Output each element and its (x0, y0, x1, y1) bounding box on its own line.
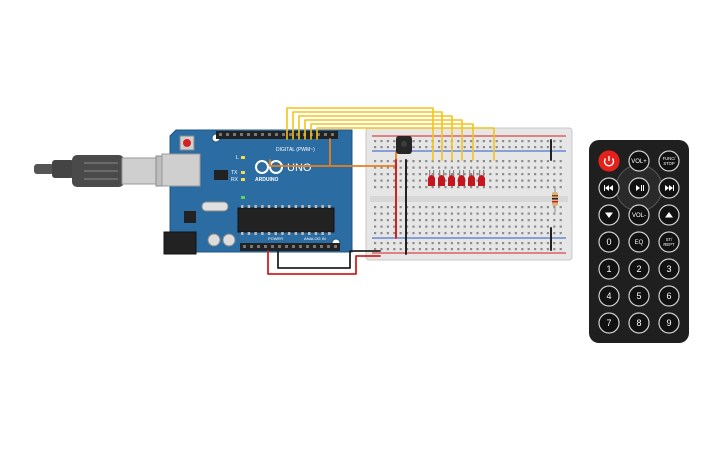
skip-back-icon (604, 185, 613, 191)
power-icon (603, 156, 615, 167)
power-rail-top (374, 140, 562, 149)
led-signal-wire (298, 115, 453, 161)
remote-button-eq[interactable]: EQ (628, 231, 650, 253)
skip-forward-icon (665, 185, 674, 191)
analog-label: ANALOG IN (304, 236, 326, 241)
remote-button-label: 3 (666, 264, 671, 274)
remote-button-vol-[interactable]: VOL+ (628, 150, 650, 172)
uno-label: UNO (287, 162, 312, 174)
remote-button-label: 2 (636, 264, 641, 274)
ir-remote: VOL+ FUNC/STOP VOL- 0 EQ ST/REPT 1 2 3 4 5 6 7 8 9 (589, 140, 689, 343)
remote-button-label: FUNC/STOP (663, 156, 677, 166)
arduino-logo-icon (255, 160, 283, 174)
remote-button-label: 7 (606, 318, 611, 328)
led (438, 170, 445, 186)
led (468, 170, 475, 186)
digital-label: DIGITAL (PWM~) (276, 147, 315, 153)
remote-button-label: VOL- (632, 213, 646, 219)
led (458, 170, 465, 186)
usb-cable (34, 155, 183, 187)
remote-button-6[interactable]: 6 (658, 285, 680, 307)
5v-wire (267, 250, 381, 275)
remote-button-label: 4 (606, 291, 611, 301)
remote-skip-forward-button[interactable] (658, 177, 680, 199)
remote-button-4[interactable]: 4 (598, 285, 620, 307)
wires (267, 107, 552, 275)
breadboard (365, 127, 573, 261)
remote-skip-back-button[interactable] (598, 177, 620, 199)
remote-button-label: EQ (635, 240, 644, 246)
tx-label: TX (231, 170, 238, 176)
atmega-chip (241, 205, 331, 235)
led (428, 170, 435, 186)
remote-button-func-stop[interactable]: FUNC/STOP (658, 150, 680, 172)
power-label: POWER (268, 236, 283, 241)
remote-play-pause-button[interactable] (628, 177, 650, 199)
power-analog-header (243, 245, 337, 248)
remote-button-3[interactable]: 3 (658, 258, 680, 280)
remote-button-7[interactable]: 7 (598, 312, 620, 334)
remote-button-2[interactable]: 2 (628, 258, 650, 280)
terminal-strip-lower (374, 206, 562, 235)
remote-button-label: ST/REPT (663, 237, 675, 247)
led-signal-wires (286, 107, 495, 161)
led-signal-wire (292, 111, 443, 161)
led (448, 170, 455, 186)
remote-arrow-up-button[interactable] (658, 204, 680, 226)
power-rail-bottom (374, 242, 562, 251)
play-pause-icon (636, 185, 644, 191)
led (478, 170, 485, 186)
arduino-brand-label: ARDUINO (255, 177, 278, 183)
ir-receiver (396, 136, 412, 154)
remote-button-vol-[interactable]: VOL- (628, 204, 650, 226)
arrow-up-icon (665, 212, 673, 218)
remote-button-label: 5 (636, 291, 641, 301)
remote-button-label: 9 (666, 318, 671, 328)
remote-button-label: 6 (666, 291, 671, 301)
arrow-down-icon (605, 212, 613, 218)
remote-button-0[interactable]: 0 (598, 231, 620, 253)
terminal-strip-upper (374, 160, 562, 189)
remote-button-8[interactable]: 8 (628, 312, 650, 334)
l-label: L (236, 155, 239, 161)
led-signal-wire (316, 127, 495, 161)
led-signal-wire (310, 123, 474, 161)
rx-label: RX (231, 177, 239, 183)
gnd-wire (277, 250, 381, 269)
remote-button-9[interactable]: 9 (658, 312, 680, 334)
remote-power-button[interactable] (598, 150, 620, 172)
resistor (552, 186, 558, 212)
remote-button-label: 8 (636, 318, 641, 328)
remote-button-1[interactable]: 1 (598, 258, 620, 280)
remote-button-label: 0 (606, 237, 611, 247)
remote-button-5[interactable]: 5 (628, 285, 650, 307)
arduino-uno-board: L TX RX DIGITAL (PWM~) UNO ARDUINO POWER… (161, 129, 353, 255)
remote-button-label: VOL+ (631, 159, 647, 165)
led-signal-wire (304, 119, 463, 161)
remote-arrow-down-button[interactable] (598, 204, 620, 226)
remote-button-st-rept[interactable]: ST/REPT (658, 231, 680, 253)
remote-button-label: 1 (606, 264, 611, 274)
led-array (428, 170, 485, 186)
led-signal-wire (286, 107, 434, 161)
